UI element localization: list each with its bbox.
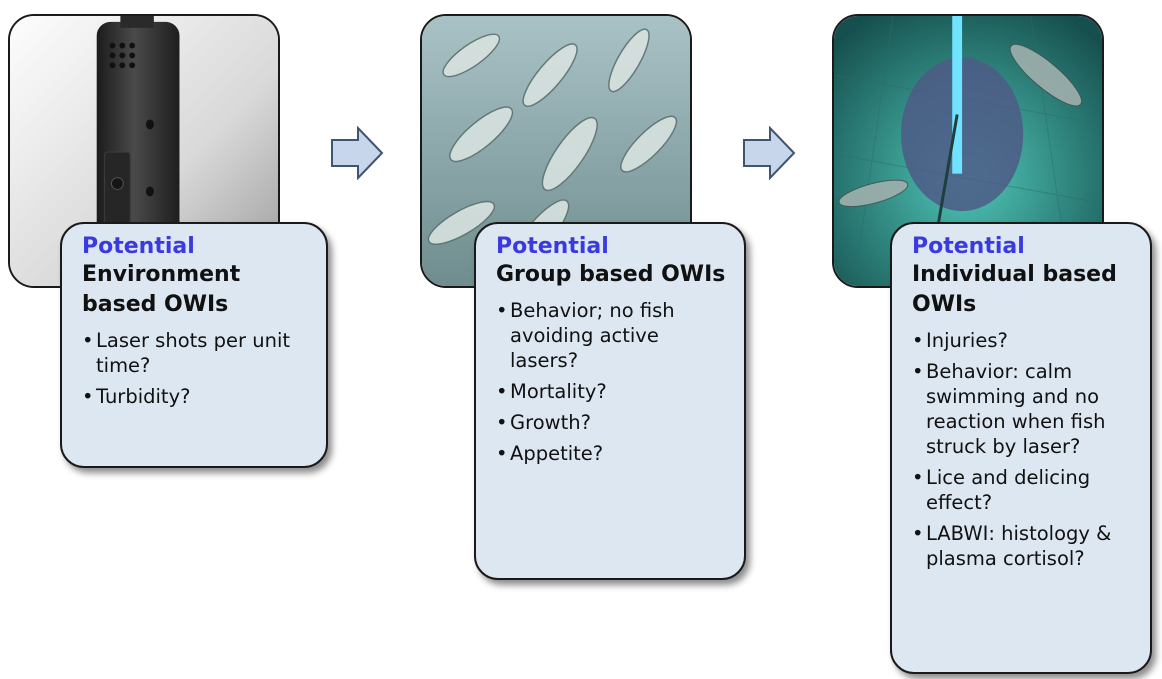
list-item: Behavior; no fish avoiding active lasers… [496, 298, 730, 373]
list-item: LABWI: histology & plasma cortisol? [912, 521, 1136, 571]
card-heading: Group based OWIs [496, 262, 726, 287]
card-kicker: Potential [82, 234, 195, 259]
list-item: Injuries? [912, 328, 1136, 353]
list-item: Lice and delicing effect? [912, 465, 1136, 515]
list-item: Mortality? [496, 379, 730, 404]
list-item: Laser shots per unit time? [82, 328, 312, 378]
card-kicker: Potential [912, 234, 1025, 259]
card-heading: Environment based OWIs [82, 262, 241, 317]
list-item: Growth? [496, 410, 730, 435]
arrow-right-icon [331, 126, 384, 180]
card-heading: Individual based OWIs [912, 262, 1117, 317]
list-item: Behavior: calm swimming and no reaction … [912, 359, 1136, 459]
list-item: Turbidity? [82, 384, 312, 409]
list-item: Appetite? [496, 441, 730, 466]
card-list: Behavior; no fish avoiding active lasers… [496, 298, 730, 466]
arrow-right-icon [743, 126, 796, 180]
card-list: Injuries? Behavior: calm swimming and no… [912, 328, 1136, 571]
card-list: Laser shots per unit time? Turbidity? [82, 328, 312, 409]
stage-card-group: Potential Group based OWIs Behavior; no … [474, 222, 746, 580]
stage-card-individual: Potential Individual based OWIs Injuries… [890, 222, 1152, 674]
card-kicker: Potential [496, 234, 609, 259]
stage-card-environment: Potential Environment based OWIs Laser s… [60, 222, 328, 468]
